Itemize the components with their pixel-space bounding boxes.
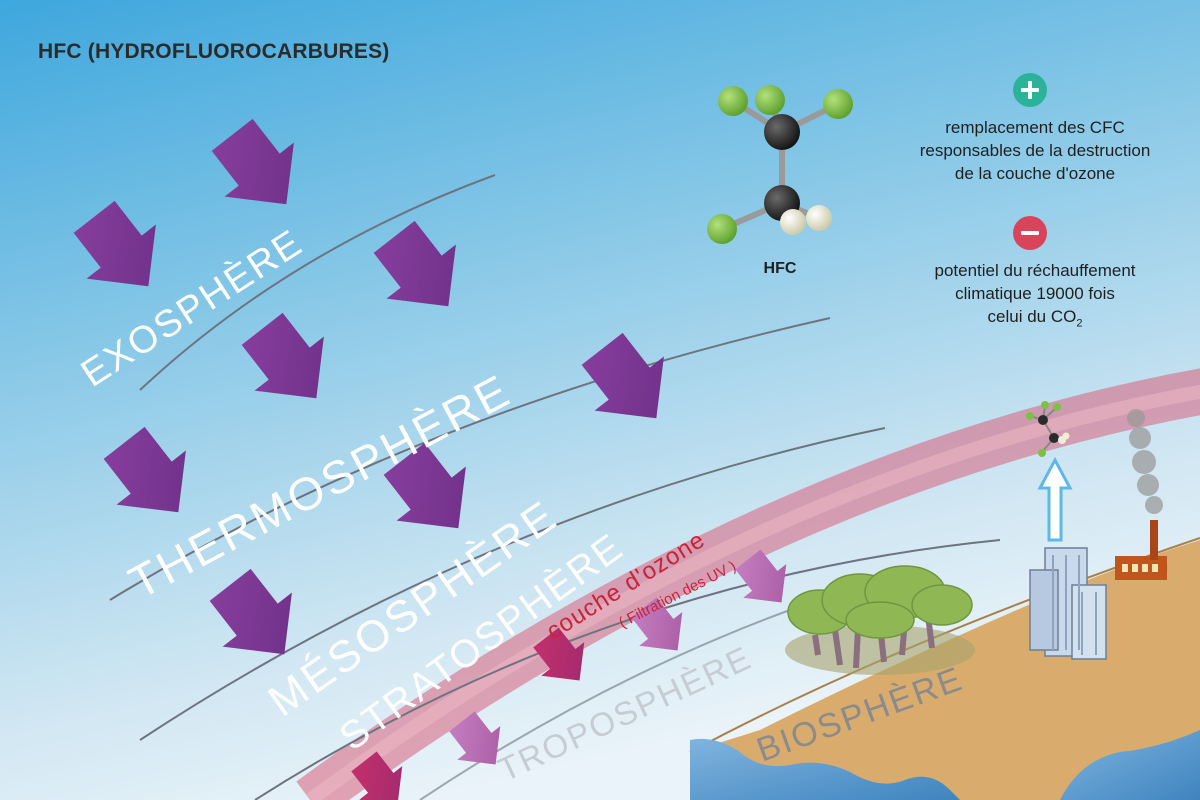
- boundary-tropo-inner: [419, 609, 791, 800]
- disadvantage-line: potentiel du réchauffement: [934, 261, 1136, 280]
- fluorine-atom: [755, 85, 785, 115]
- forest: [785, 565, 975, 675]
- hydrogen-atom: [806, 205, 832, 231]
- co2-subscript: 2: [1076, 317, 1083, 330]
- factory-chimney: [1150, 520, 1158, 560]
- boundary-exo-thermo: [139, 174, 496, 391]
- advantage-line: de la couche d'ozone: [954, 164, 1116, 183]
- diagram-title: HFC (HYDROFLUOROCARBURES): [38, 40, 390, 63]
- molecule-label: HFC: [763, 260, 797, 277]
- boundary-thermo-meso: [109, 317, 831, 601]
- fluorine-atom: [823, 89, 853, 119]
- city-buildings: [1029, 547, 1107, 660]
- disadvantage-line-last: celui du CO2: [870, 305, 1200, 335]
- boundary-strato-tropo: [254, 539, 1001, 800]
- disadvantages-text: potentiel du réchauffement climatique 19…: [870, 259, 1200, 335]
- fluorine-atom: [718, 86, 748, 116]
- sea-left: [690, 738, 960, 800]
- small-hfc-molecule: [1026, 401, 1070, 457]
- advantage-line: remplacement des CFC: [945, 118, 1125, 137]
- co2-prefix: celui du CO: [987, 307, 1077, 326]
- advantages-text: remplacement des CFC responsables de la …: [870, 116, 1200, 185]
- sea-right: [1060, 730, 1200, 800]
- building-right: [1071, 584, 1107, 660]
- ozone-layer-highlight: [305, 384, 1200, 800]
- hydrogen-atom: [780, 209, 806, 235]
- plus-icon: [1013, 73, 1047, 107]
- emission-arrow: [1037, 456, 1073, 542]
- advantage-line: responsables de la destruction: [919, 141, 1151, 160]
- hfc-molecule: [707, 85, 853, 244]
- layer-boundaries: [109, 174, 1001, 800]
- carbon-atom: [764, 114, 800, 150]
- disadvantage-line: climatique 19000 fois: [955, 284, 1115, 303]
- factory: [1115, 409, 1167, 580]
- minus-icon: [1013, 216, 1047, 250]
- factory-smoke: [1127, 409, 1163, 514]
- fluorine-atom: [707, 214, 737, 244]
- boundary-meso-strato: [139, 427, 886, 741]
